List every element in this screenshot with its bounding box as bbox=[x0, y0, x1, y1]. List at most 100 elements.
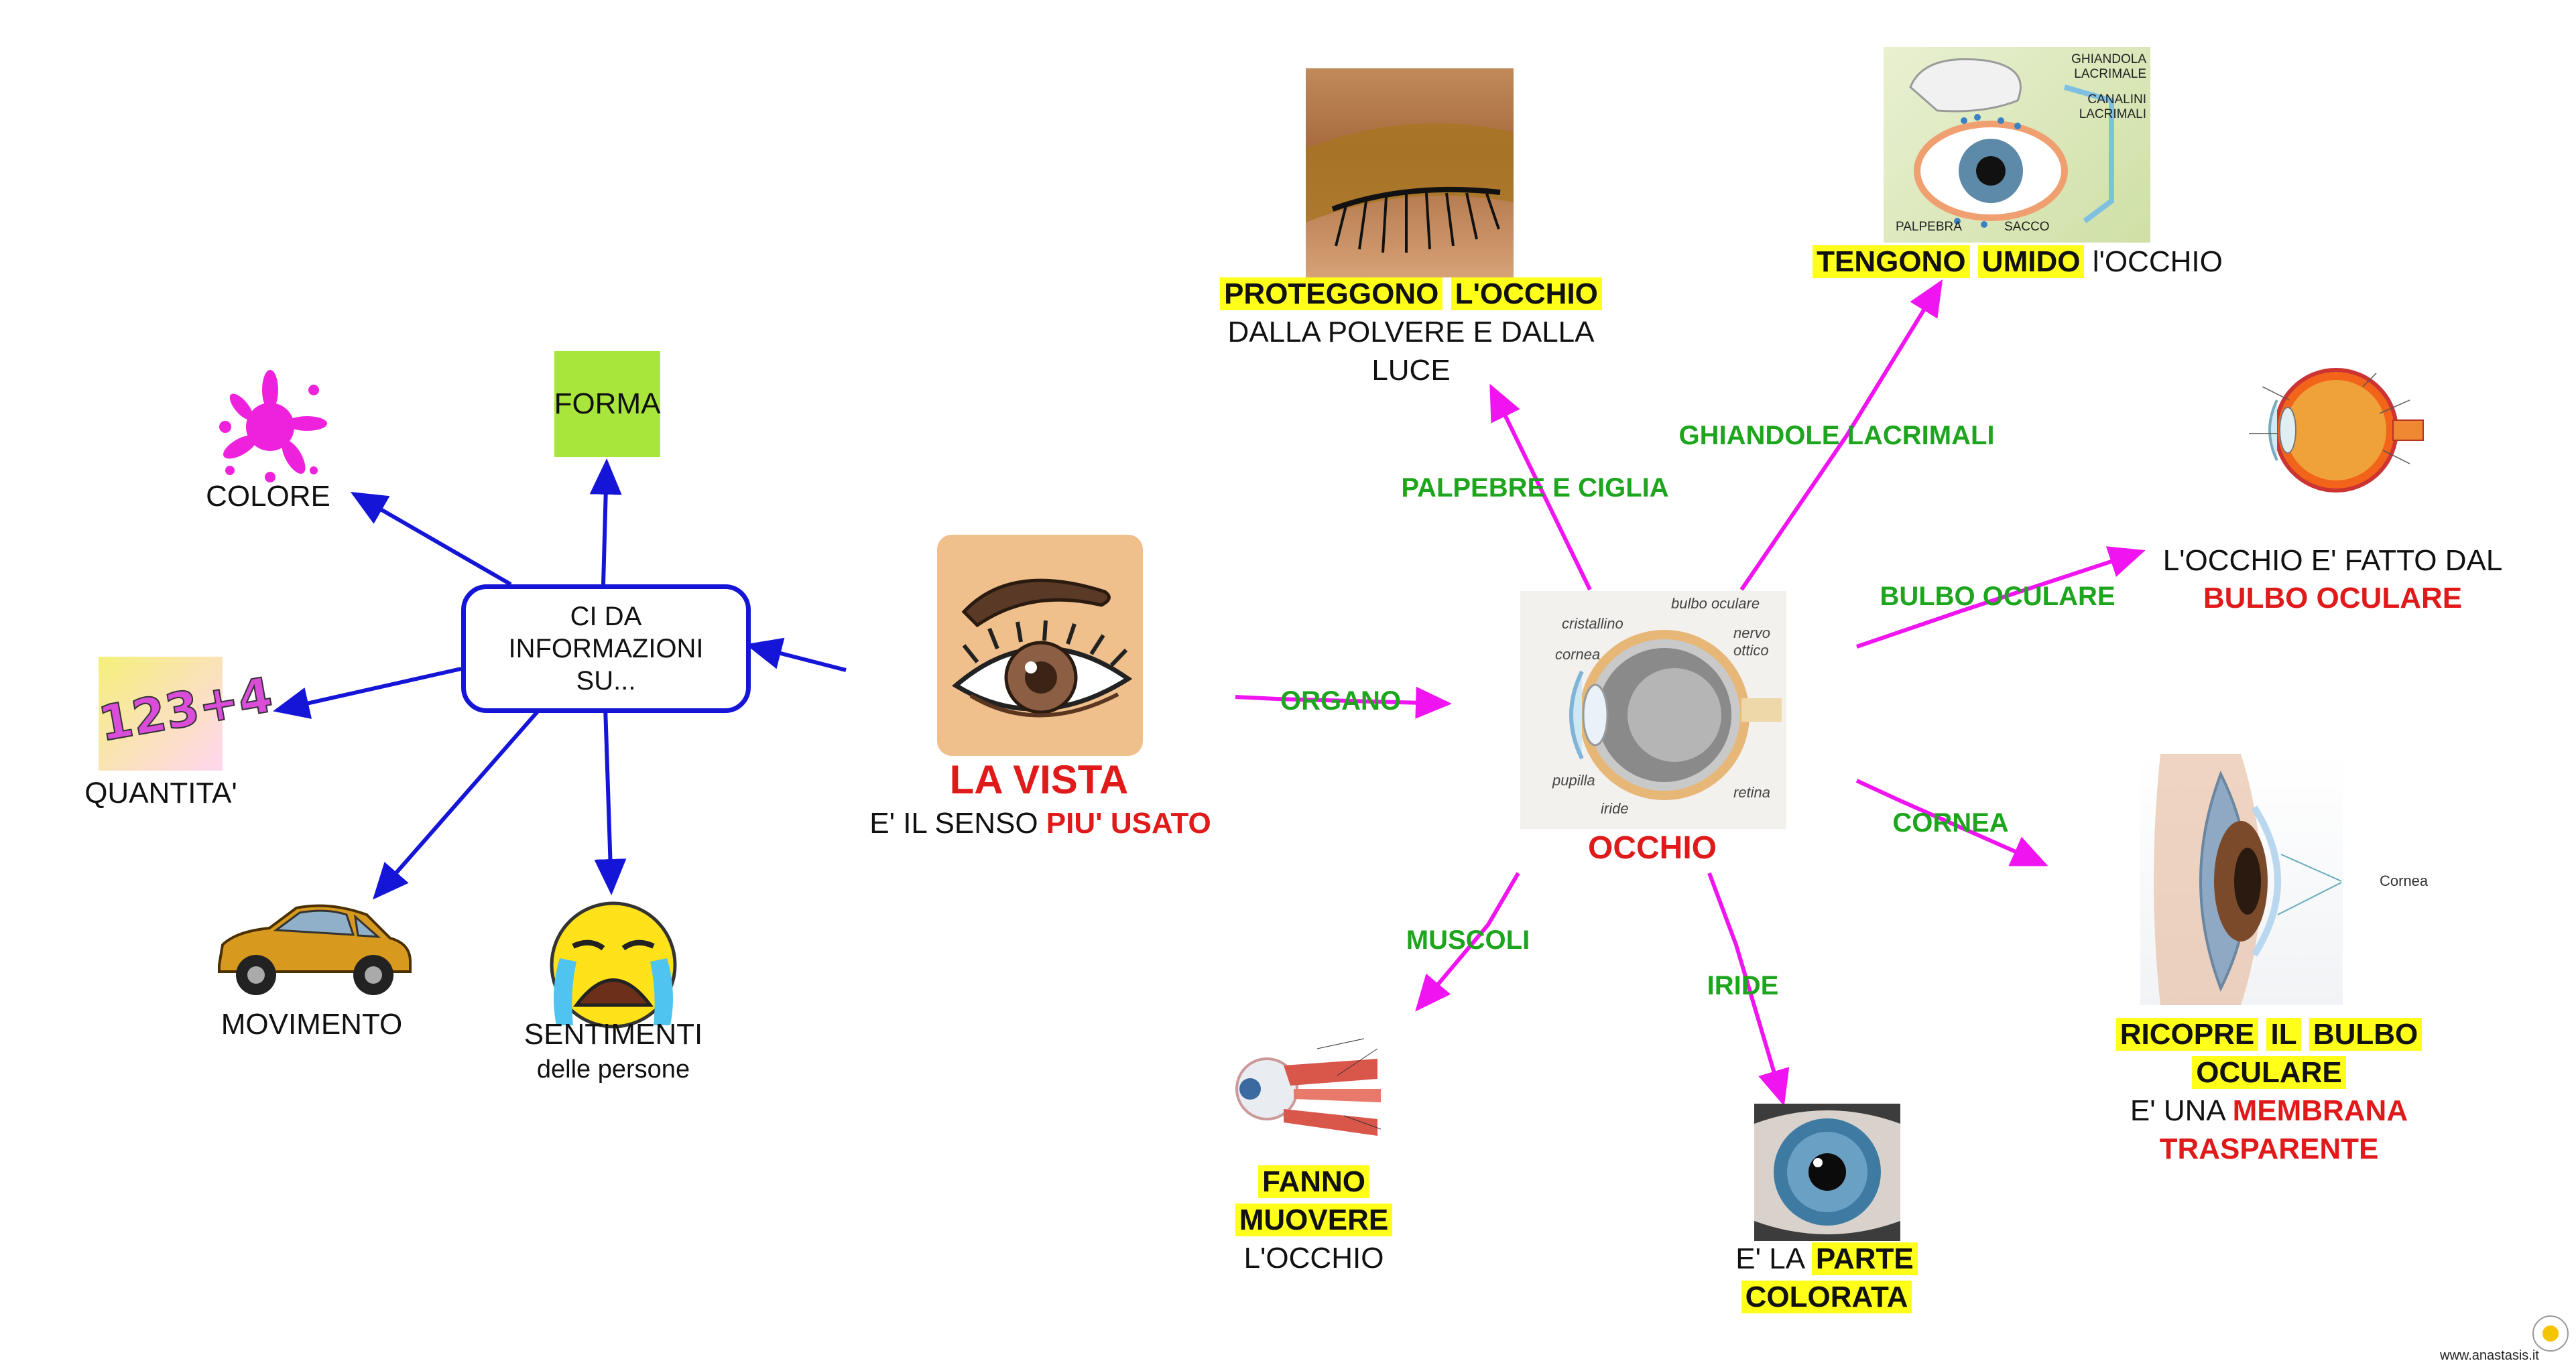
iride-line2: COLORATA bbox=[1676, 1278, 1977, 1316]
iride-line1: E' LA PARTE bbox=[1676, 1240, 1977, 1278]
eye-cartoon-image bbox=[937, 535, 1143, 756]
label-cornea: cornea bbox=[1555, 646, 1601, 663]
label-bulbo: bulbo oculare bbox=[1671, 595, 1760, 612]
eyeball-image bbox=[2235, 346, 2430, 507]
lacrimal-system-icon bbox=[1909, 58, 2114, 228]
link-occhio-palpebre bbox=[1489, 383, 1592, 591]
ghiandole-hl2: UMIDO bbox=[1977, 245, 2085, 278]
site-logo-icon bbox=[2532, 1315, 2569, 1352]
main-subtitle-text: E' IL SENSO bbox=[869, 807, 1038, 840]
bulbo-line1: L'OCCHIO E' FATTO DAL bbox=[2162, 544, 2503, 577]
link-label-cornea: CORNEA bbox=[1892, 808, 2009, 838]
cornea-red1: MEMBRANA bbox=[2232, 1094, 2408, 1127]
quantita-label: QUANTITA' bbox=[84, 777, 237, 809]
muscoli-hl1: FANNO bbox=[1258, 1165, 1369, 1198]
forma-square: FORMA bbox=[554, 351, 660, 457]
link-occhio-bulbo bbox=[1856, 546, 2146, 649]
link-box-movimento bbox=[373, 706, 544, 900]
crying-face-icon bbox=[550, 901, 677, 1029]
eye-muscles-image bbox=[1230, 1022, 1383, 1151]
eyelash-icon bbox=[1306, 123, 1514, 253]
main-subtitle-highlight: PIU' USATO bbox=[1046, 807, 1211, 840]
label-retina: retina bbox=[1733, 784, 1771, 801]
ghiandole-hl1: TENGONO bbox=[1813, 245, 1970, 278]
cornea-hl1: RICOPRE bbox=[2115, 1018, 2259, 1051]
palpebre-line2: DALLA POLVERE E DALLA bbox=[1227, 316, 1595, 348]
cornea-image: Cornea bbox=[2140, 754, 2343, 1005]
cornea-line4: TRASPARENTE bbox=[2159, 1132, 2379, 1165]
label-canalini: CANALINI LACRIMALI bbox=[2079, 92, 2146, 121]
main-title: LA VISTA bbox=[949, 757, 1129, 802]
label-palpebra: PALPEBRA bbox=[1896, 220, 1962, 234]
label-ghiandola: GHIANDOLA LACRIMALE bbox=[2071, 52, 2146, 81]
link-label-ghiandole: GHIANDOLE LACRIMALI bbox=[1678, 421, 1995, 450]
sentimenti-sub-label: delle persone bbox=[536, 1055, 690, 1084]
link-label-palpebre: PALPEBRE E CIGLIA bbox=[1401, 473, 1669, 503]
link-box-quantita bbox=[273, 667, 462, 719]
main-subtitle: E' IL SENSO PIU' USATO bbox=[846, 804, 1235, 842]
link-box-sentimenti bbox=[594, 706, 627, 895]
iris-closeup-icon bbox=[1754, 1104, 1900, 1241]
forma-label: FORMA bbox=[554, 387, 661, 420]
palpebre-hl1: PROTEGGONO bbox=[1220, 277, 1443, 310]
link-box-forma bbox=[589, 458, 622, 585]
sentimenti-label: SENTIMENTI bbox=[524, 1018, 703, 1051]
movimento-label: MOVIMENTO bbox=[221, 1008, 403, 1041]
link-occhio-iride bbox=[1707, 872, 1790, 1106]
muscoli-line1: FANNO bbox=[1180, 1163, 1448, 1201]
link-occhio-ghiandole bbox=[1739, 279, 1943, 591]
palpebre-hl2: L'OCCHIO bbox=[1451, 277, 1602, 310]
lacrimal-gland-image: GHIANDOLA LACRIMALE CANALINI LACRIMALI P… bbox=[1884, 47, 2150, 243]
eye-muscles-icon bbox=[1235, 1038, 1382, 1136]
muscoli-line3: L'OCCHIO bbox=[1243, 1242, 1384, 1275]
eye-cartoon-icon bbox=[952, 578, 1133, 718]
muscoli-line2: MUOVERE bbox=[1180, 1201, 1448, 1239]
cornea-pre: E' UNA bbox=[2130, 1094, 2225, 1127]
info-box-text: CI DA INFORMAZIONI SU... bbox=[508, 602, 704, 696]
label-sacco: SACCO bbox=[2004, 220, 2050, 234]
link-vista-occhio bbox=[1235, 686, 1452, 719]
cornea-hl3: BULBO bbox=[2309, 1018, 2422, 1051]
footer-site: www.anastasis.it bbox=[2440, 1348, 2539, 1363]
muscoli-hl2: MUOVERE bbox=[1235, 1204, 1393, 1236]
info-box: CI DA INFORMAZIONI SU... bbox=[461, 584, 751, 713]
link-label-organo: ORGANO bbox=[1280, 686, 1401, 716]
eyeball-cross-section-icon bbox=[2249, 368, 2424, 493]
cornea-hl4: OCULARE bbox=[2192, 1056, 2346, 1089]
label-iride: iride bbox=[1601, 800, 1629, 817]
car-icon bbox=[218, 904, 412, 995]
label-cristallino: cristallino bbox=[1562, 615, 1623, 632]
label-nervo: nervo ottico bbox=[1733, 625, 1771, 659]
link-occhio-cornea bbox=[1855, 779, 2048, 866]
label-pupilla: pupilla bbox=[1552, 772, 1595, 789]
link-box-colore bbox=[350, 492, 512, 586]
iride-hl1: PARTE bbox=[1811, 1242, 1918, 1275]
link-label-iride: IRIDE bbox=[1707, 971, 1779, 1000]
cornea-side-label: Cornea bbox=[2380, 872, 2429, 889]
eyelash-image bbox=[1306, 68, 1514, 277]
iride-pre: E' LA bbox=[1735, 1242, 1804, 1275]
palpebre-line3: LUCE bbox=[1371, 354, 1451, 387]
link-occhio-muscoli bbox=[1415, 872, 1520, 1012]
cornea-line2: OCULARE bbox=[2075, 1053, 2463, 1092]
ghiandole-rest: l'OCCHIO bbox=[2092, 245, 2223, 278]
occhio-label: OCCHIO bbox=[1588, 830, 1717, 866]
eye-cross-section-icon bbox=[1569, 630, 1782, 800]
paint-splash-icon bbox=[219, 370, 327, 482]
numbers-icon-glyph: 123+4 bbox=[94, 665, 277, 753]
colore-label: COLORE bbox=[206, 480, 330, 513]
iride-hl2: COLORATA bbox=[1741, 1281, 1912, 1313]
cornea-line1: RICOPRE IL BULBO bbox=[2075, 1015, 2463, 1053]
palpebre-line1: PROTEGGONO L'OCCHIO bbox=[1200, 275, 1622, 313]
cornea-detail-icon bbox=[2154, 754, 2342, 1005]
cornea-line3: E' UNA MEMBRANA bbox=[2075, 1092, 2463, 1130]
eye-anatomy-image: cristallino bulbo oculare cornea nervo o… bbox=[1520, 591, 1786, 829]
ghiandole-line: TENGONO UMIDO l'OCCHIO bbox=[1803, 243, 2232, 281]
link-label-muscoli: MUSCOLI bbox=[1406, 925, 1530, 955]
link-label-bulbo: BULBO OCULARE bbox=[1880, 582, 2115, 611]
bulbo-line2: BULBO OCULARE bbox=[2203, 582, 2463, 614]
cornea-hl2: IL bbox=[2266, 1018, 2301, 1051]
numbers-icon: 123+4 bbox=[94, 657, 277, 771]
link-vista-box bbox=[745, 637, 847, 672]
